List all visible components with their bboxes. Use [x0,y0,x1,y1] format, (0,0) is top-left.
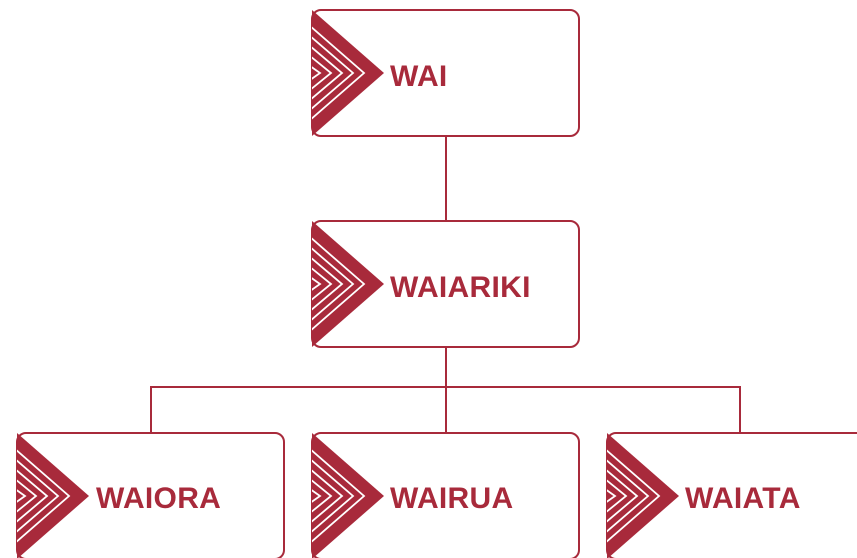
node-label: WAI [390,60,448,93]
node-label: WAIRUA [390,482,513,515]
connectors [150,135,741,434]
node-wairua: WAIRUA [310,432,580,558]
node-waiata: WAIATA [605,432,857,558]
node-wai: WAI [310,9,580,137]
node-label: WAIARIKI [390,271,531,304]
node-waiora: WAIORA [15,432,285,558]
node-label: WAIORA [96,482,221,515]
node-waiariki: WAIARIKI [310,220,580,348]
node-label: WAIATA [685,482,801,515]
